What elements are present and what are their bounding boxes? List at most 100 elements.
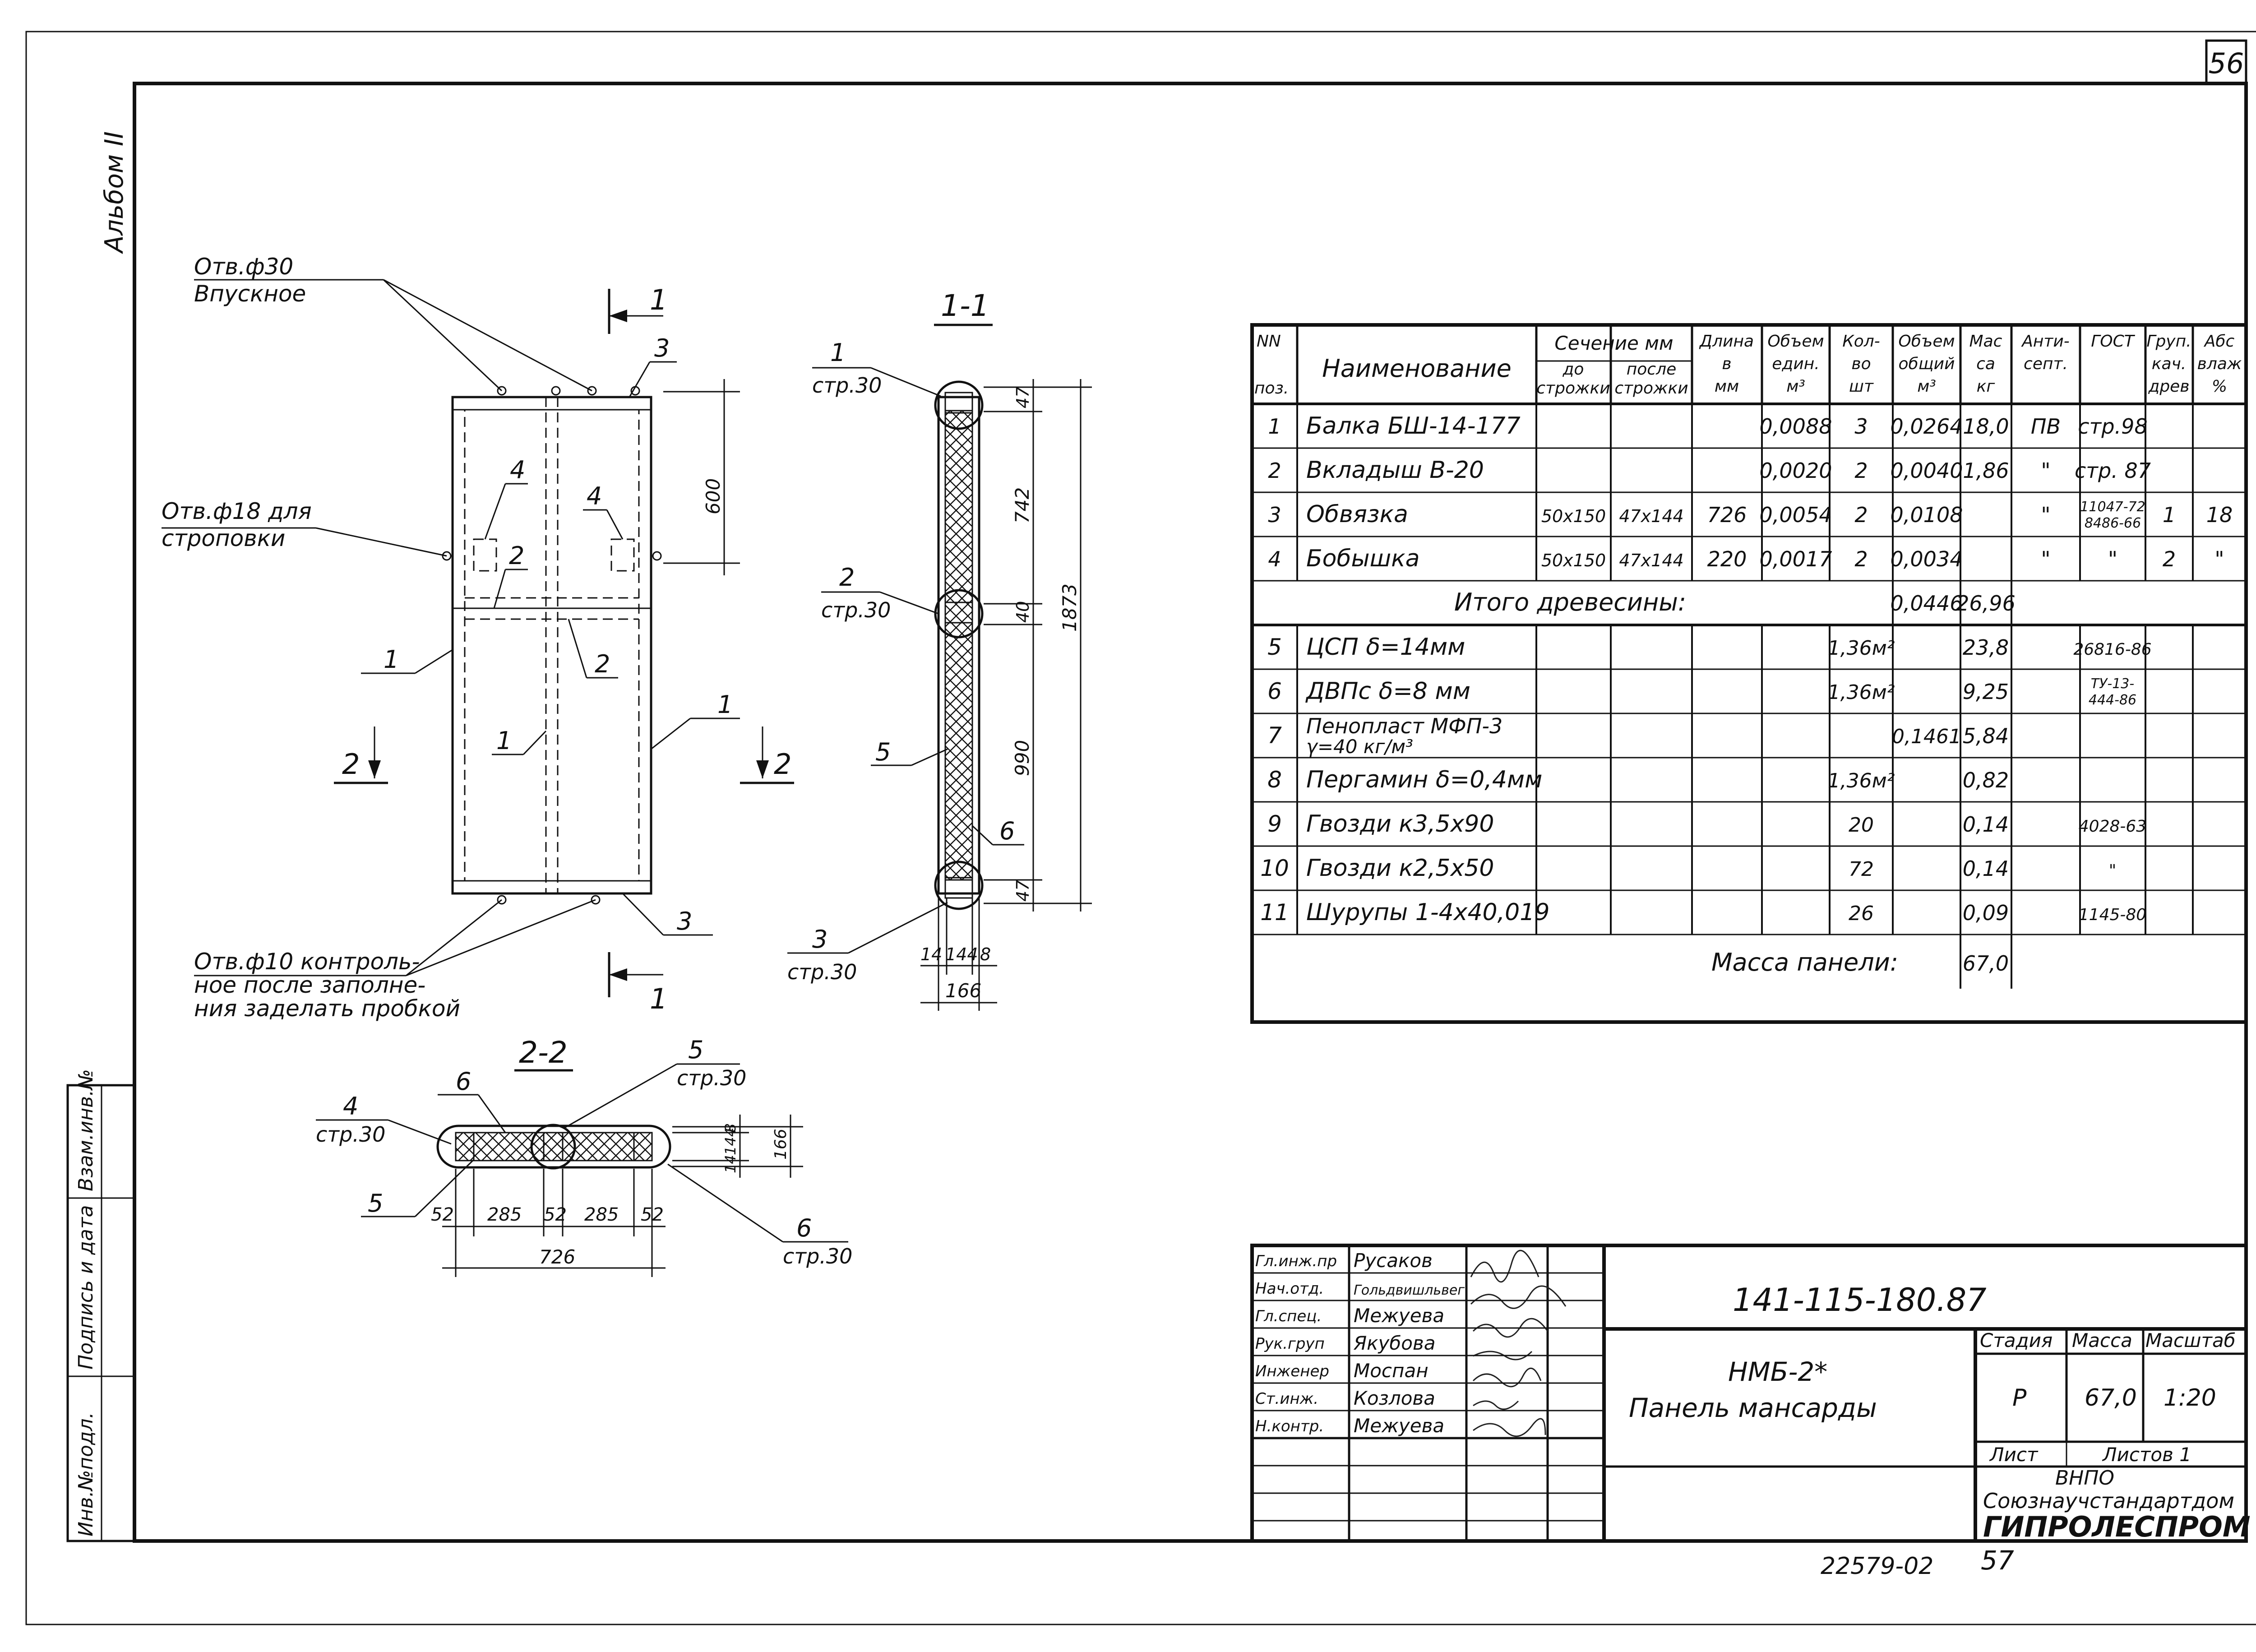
row-2-antiseptic: " — [2041, 458, 2050, 483]
row-9-mass: 0,14 — [1963, 812, 2009, 837]
svg-text:1: 1 — [830, 338, 846, 367]
row-7-pos: 7 — [1267, 722, 1282, 749]
row-1-gost: стр.98 — [2078, 414, 2147, 439]
stamp-sign-date: Подпись и дата — [74, 1205, 97, 1370]
role-4: Инженер — [1255, 1362, 1329, 1380]
svg-text:ное после заполне-: ное после заполне- — [194, 972, 425, 998]
row-5-mass: 23,8 — [1963, 635, 2009, 660]
hdr-qty-0: Кол- — [1842, 332, 1880, 351]
hdr-length-0: Длина — [1699, 332, 1754, 351]
scale-label: Масштаб — [2145, 1329, 2236, 1351]
wood-total-mass: 26,96 — [1956, 591, 2016, 615]
svg-text:990: 990 — [1011, 740, 1033, 776]
product-name: Панель мансарды — [1629, 1393, 1877, 1423]
row-7-total-vol: 0,1461 — [1892, 725, 1961, 748]
row-3-length: 726 — [1707, 503, 1747, 527]
row-7-name: Пенопласт МФП-3 — [1306, 714, 1502, 738]
row-11-mass: 0,09 — [1963, 901, 2009, 925]
hdr-moisture-2: % — [2212, 377, 2227, 396]
title-block: 141-115-180.87 НМБ-2* Панель мансарды Ст… — [1250, 1244, 2251, 1543]
row-4-moisture: " — [2214, 547, 2224, 571]
panel-mass-label: Масса панели: — [1711, 948, 1898, 976]
hdr-unit-volume-1: един. — [1772, 355, 1819, 373]
svg-text:2: 2 — [595, 650, 610, 678]
name-5: Козлова — [1354, 1387, 1435, 1409]
row-3-unit_vol: 0,0054 — [1760, 503, 1832, 527]
row-4-total_vol: 0,0034 — [1891, 547, 1963, 571]
section-2-2-title: 2-2 — [519, 1035, 568, 1070]
svg-text:144: 144 — [945, 944, 978, 964]
plan-view — [442, 386, 662, 905]
svg-text:285: 285 — [487, 1204, 522, 1225]
svg-text:5: 5 — [875, 738, 891, 766]
section-1-1-title: 1-1 — [941, 288, 989, 323]
hdr-mass-2: кг — [1977, 377, 1996, 396]
svg-text:5: 5 — [688, 1036, 703, 1064]
signature-marks — [1470, 1249, 1567, 1437]
section-cut-markers: 1 1 2 2 — [334, 283, 794, 1015]
row-6-qty: 1,36м² — [1828, 681, 1895, 704]
name-3: Якубова — [1353, 1332, 1436, 1354]
row-11-gost: 1145-80 — [2079, 906, 2146, 924]
mass-value: 67,0 — [2085, 1384, 2137, 1411]
row-1-total_vol: 0,0264 — [1891, 414, 1963, 439]
drawing-frame — [133, 82, 2248, 1543]
wood-total-volume: 0,0446 — [1891, 591, 1963, 615]
section-2-2-dims: 52 285 52 285 52 726 14 144 8 166 — [431, 1115, 803, 1277]
section-1-1-callouts: 1 стр.30 2 стр.30 5 6 3 стр.30 — [787, 338, 1024, 984]
row-5-gost: 26816-86 — [2073, 640, 2151, 659]
row-3-name: Обвязка — [1306, 501, 1408, 528]
svg-text:6: 6 — [999, 817, 1015, 845]
hdr-pos-top: NN — [1257, 332, 1281, 351]
hdr-qty-2: шт — [1849, 377, 1874, 396]
product-code: НМБ-2* — [1728, 1356, 1827, 1387]
row-8-mass: 0,82 — [1963, 768, 2009, 792]
row-8-name: Пергамин δ=0,4мм — [1306, 766, 1542, 793]
page-number: 56 — [2209, 47, 2244, 80]
role-2: Гл.спец. — [1255, 1307, 1322, 1325]
side-stamp: Взам.инв.№ Подпись и дата Инв.№подл. — [66, 1069, 136, 1542]
svg-text:8: 8 — [722, 1124, 739, 1133]
role-0: Гл.инж.пр — [1255, 1252, 1337, 1270]
hdr-wood-group-1: кач. — [2152, 355, 2187, 373]
org-line-2: Союзнаучстандартдом — [1983, 1489, 2234, 1513]
svg-text:4: 4 — [510, 456, 525, 484]
row-9-pos: 9 — [1267, 811, 1282, 837]
archive-number: 22579-02 — [1821, 1553, 1933, 1580]
hdr-after-2: строжки — [1614, 379, 1688, 398]
row-1-pos: 1 — [1268, 414, 1281, 439]
svg-text:1873: 1873 — [1059, 583, 1081, 632]
hdr-qty-1: во — [1851, 355, 1871, 373]
row-10-pos: 10 — [1260, 855, 1289, 881]
row-1-unit_vol: 0,0088 — [1760, 414, 1832, 439]
hdr-section: Сечение мм — [1554, 332, 1673, 354]
hdr-gost: ГОСТ — [2091, 332, 2136, 351]
row-10-name: Гвозди к2,5х50 — [1306, 855, 1494, 882]
svg-text:3: 3 — [677, 907, 692, 935]
hdr-total-volume-2: м³ — [1917, 377, 1936, 396]
row-4-antiseptic: " — [2041, 547, 2050, 571]
role-6: Н.контр. — [1255, 1417, 1324, 1435]
svg-text:3: 3 — [654, 334, 670, 362]
row-10-gost: " — [2109, 861, 2117, 880]
svg-text:2: 2 — [509, 541, 524, 570]
row-5-pos: 5 — [1267, 634, 1282, 660]
row-3-antiseptic: " — [2041, 503, 2050, 527]
svg-text:стр.30: стр.30 — [821, 598, 891, 622]
outer-border — [25, 31, 2256, 1625]
row-2-gost: стр. 87 — [2075, 458, 2151, 483]
row-6-mass: 9,25 — [1963, 680, 2009, 704]
hdr-mass-0: Мас — [1969, 332, 2002, 351]
callout-hole-18: Отв.ф18 для строповки — [162, 498, 447, 557]
svg-text:стр.30: стр.30 — [316, 1122, 385, 1147]
svg-text:40: 40 — [1013, 601, 1033, 623]
hdr-wood-group-0: Груп. — [2146, 332, 2191, 351]
hdr-before-2: строжки — [1536, 379, 1610, 398]
stage-label: Стадия — [1980, 1329, 2053, 1351]
role-5: Ст.инж. — [1255, 1390, 1318, 1408]
row-3-gost-a: 11047-72 — [2080, 499, 2145, 515]
row-3-moisture: 18 — [2206, 503, 2233, 527]
svg-text:2: 2 — [839, 563, 855, 592]
svg-text:5: 5 — [368, 1189, 383, 1217]
